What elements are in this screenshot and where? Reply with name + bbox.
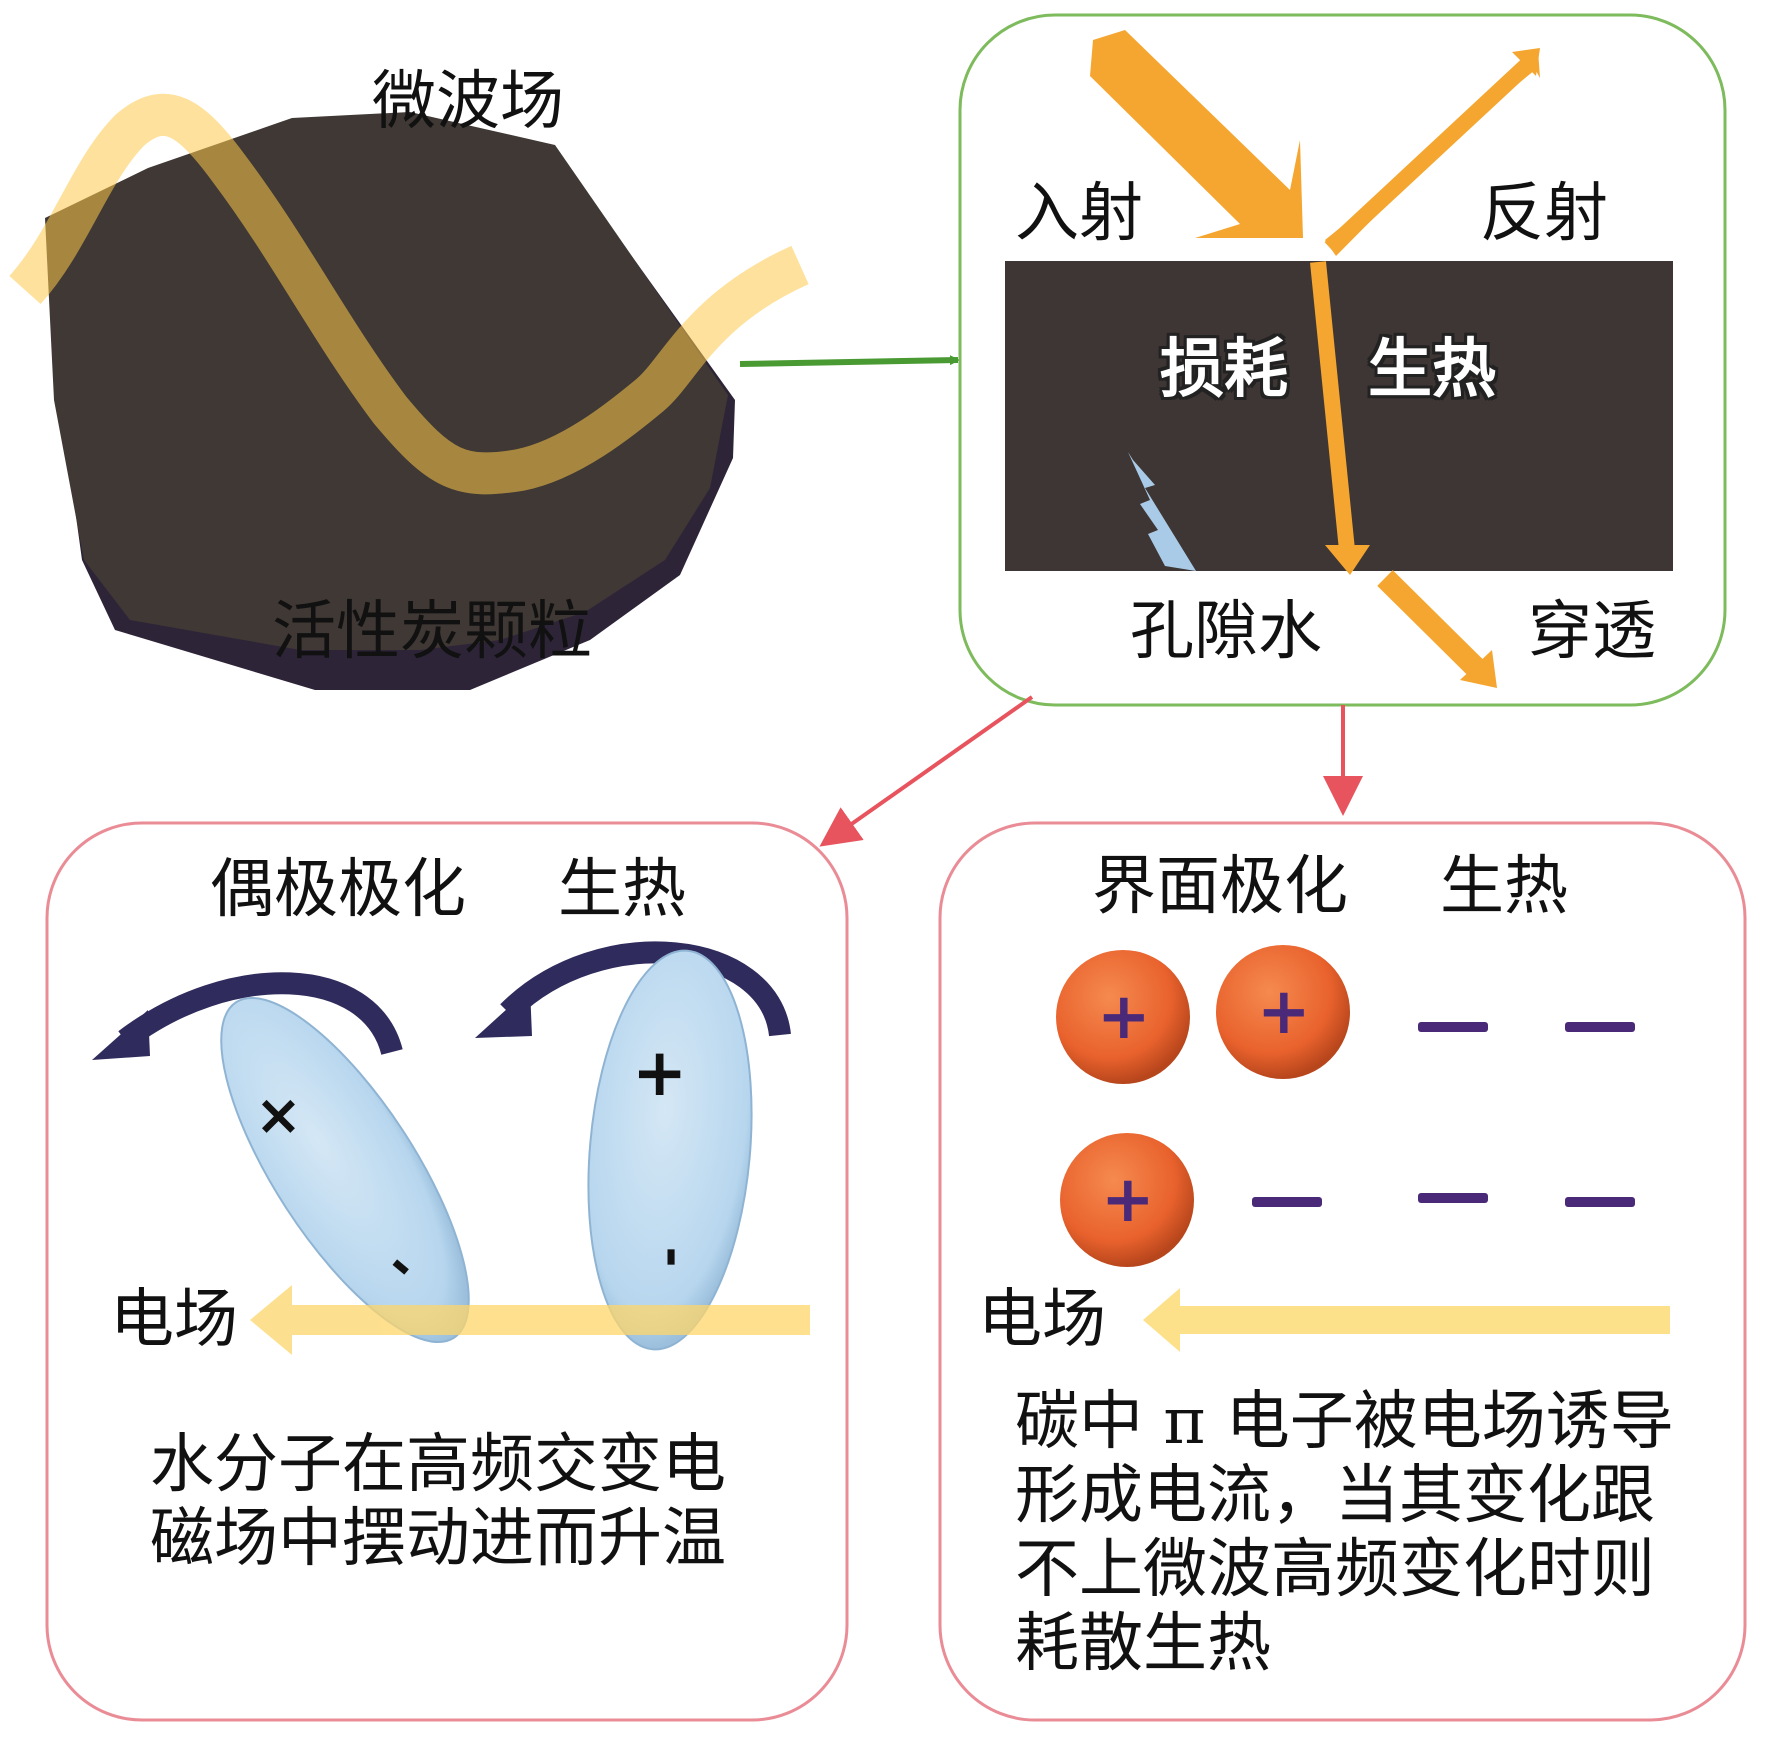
loss-label: 损耗	[1160, 332, 1288, 407]
negative-pole-sign: -	[644, 1246, 703, 1268]
positive-charge-ball	[1060, 1133, 1194, 1267]
electric-field-arrow-left	[250, 1285, 810, 1355]
rotation-arrow-left	[118, 972, 403, 1056]
description-line: 耗散生热	[1015, 1607, 1271, 1681]
description-line: 碳中 π 电子被电场诱导	[1015, 1385, 1674, 1459]
description-line: 不上微波高频变化时则	[1015, 1533, 1655, 1607]
rotation-arrow-left-head	[92, 1010, 150, 1060]
electric-field-arrow-right	[1143, 1288, 1670, 1352]
field-label-right: 电场	[978, 1283, 1106, 1357]
heat-label-top: 生热	[1368, 332, 1496, 407]
positive-pole-sign: ×	[255, 1083, 302, 1148]
negative-charges	[1252, 1022, 1635, 1207]
microwave-field-label: 微波场	[372, 65, 564, 139]
plus-sign: +	[1101, 1163, 1155, 1237]
description-line: 磁场中摆动进而升温	[150, 1502, 726, 1576]
dipole-description: 水分子在高频交变电 磁场中摆动进而升温	[150, 1428, 726, 1576]
interface-heat-title: 生热	[1440, 850, 1568, 924]
refracted-ray-head	[1325, 545, 1370, 575]
plus-sign: +	[1257, 975, 1311, 1049]
microwave-wave	[9, 93, 809, 495]
description-line: 水分子在高频交变电	[150, 1428, 726, 1502]
water-molecule-vertical	[587, 949, 753, 1351]
dipole-heat-title: 生热	[558, 853, 686, 927]
charge-balls	[1056, 945, 1350, 1267]
transmitted-ray	[1377, 570, 1488, 680]
negative-charge	[1565, 1197, 1635, 1207]
interface-description: 碳中 π 电子被电场诱导 形成电流，当其变化跟 不上微波高频变化时则 耗散生热	[1015, 1385, 1674, 1681]
pore-water-label: 孔隙水	[1130, 595, 1322, 669]
rotation-arrow-right-head	[475, 988, 532, 1038]
negative-charge	[1252, 1197, 1322, 1207]
field-label-left: 电场	[110, 1283, 238, 1357]
reflected-ray-head	[1512, 48, 1540, 76]
transmitted-ray-head	[1460, 650, 1497, 688]
plus-sign: +	[1097, 980, 1151, 1054]
reflect-label: 反射	[1480, 177, 1608, 251]
incident-ray-arrow	[1090, 30, 1303, 238]
dipole-polarization-title: 偶极极化	[210, 853, 466, 927]
water-molecule-tilted	[220, 996, 470, 1344]
negative-charge	[1418, 1022, 1488, 1032]
description-line: 形成电流，当其变化跟	[1015, 1459, 1655, 1533]
incident-label: 入射	[1015, 177, 1143, 251]
negative-charge	[1565, 1022, 1635, 1032]
refracted-ray	[1310, 261, 1356, 561]
reflected-ray-shaft	[1324, 56, 1536, 254]
activated-carbon-label: 活性炭颗粒	[272, 595, 592, 669]
positive-charge-ball	[1216, 945, 1350, 1079]
positive-pole-sign: +	[632, 1034, 688, 1111]
red-arrow-left	[819, 695, 1034, 847]
positive-charge-ball	[1056, 950, 1190, 1084]
negative-charge	[1418, 1193, 1488, 1203]
pore-water-shape	[1128, 452, 1196, 571]
green-arrow	[739, 355, 960, 367]
transmit-label: 穿透	[1528, 595, 1656, 669]
interface-polarization-title: 界面极化	[1092, 850, 1348, 924]
